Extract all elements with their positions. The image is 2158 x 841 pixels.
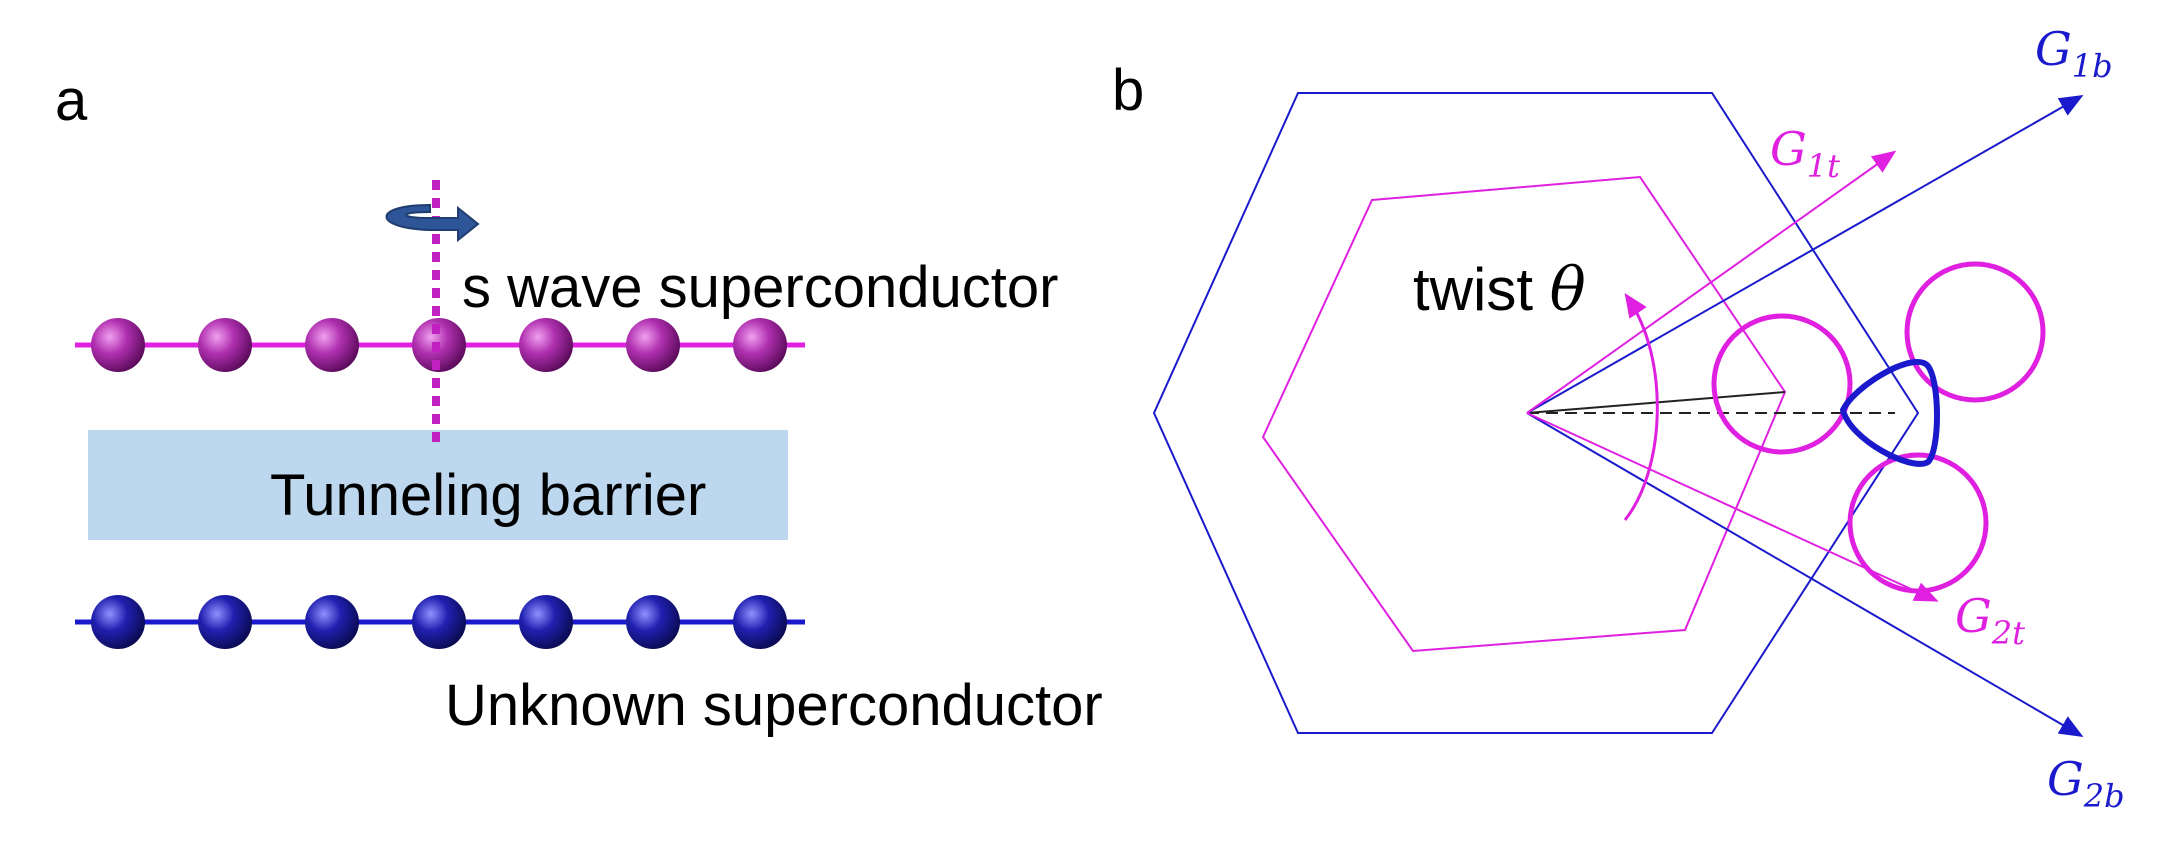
g1b-label: G1b [2035,22,2113,85]
bottom-atom [626,595,680,649]
fermi-circle-left [1711,313,1853,455]
panel-a: a Tunneling barrier s wave superconducto… [55,68,1103,738]
twist-text: twist [1413,256,1550,323]
rotation-arrow-icon [385,203,480,243]
g2t-label: G2t [1955,589,2025,652]
top-atom-row [91,318,787,372]
tunneling-barrier-label: Tunneling barrier [270,463,706,528]
bottom-atom [91,595,145,649]
fermi-circle-top [1904,261,2046,403]
g1t-label: G1t [1770,122,1840,185]
bottom-atom [519,595,573,649]
g2b-label: G2b [2047,752,2125,815]
twist-arc-arrow [1623,293,1659,521]
top-atom [91,318,145,372]
top-atom [305,318,359,372]
g2b-vector-arrow [1526,412,2084,738]
twist-label: twist θ [1413,255,1586,325]
top-layer-hexagon [1261,175,1787,653]
bottom-atom [305,595,359,649]
bottom-atom [412,595,466,649]
panel-b: b twist θ G1b G2b [1112,22,2125,815]
bottom-atom-row [91,595,787,649]
bottom-atom [733,595,787,649]
panel-a-label: a [55,68,88,133]
bottom-atom [198,595,252,649]
fermi-circle-bottom [1847,452,1989,594]
top-atom [733,318,787,372]
top-layer-label: s wave superconductor [462,255,1058,320]
theta-symbol: θ [1550,255,1586,325]
bottom-layer-hexagon [1152,92,1920,734]
g1t-vector-arrow [1526,150,1897,414]
bottom-layer-label: Unknown superconductor [445,673,1103,738]
top-atom [626,318,680,372]
panel-b-label: b [1112,58,1144,123]
top-atom [519,318,573,372]
fermi-pocket-blue [1839,358,1940,467]
top-atom [198,318,252,372]
g1b-vector-arrow [1526,95,2084,414]
tunneling-barrier-box [88,430,788,540]
